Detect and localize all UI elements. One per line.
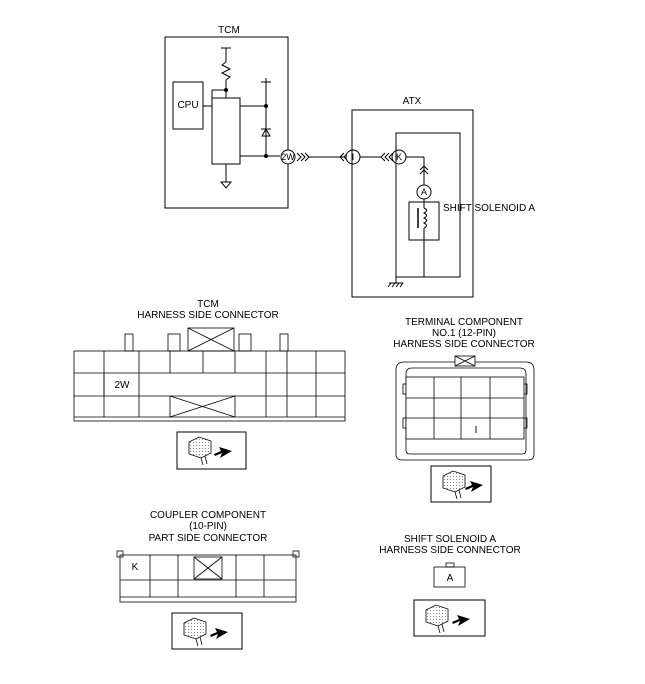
tcm-harness-connector: TCM HARNESS SIDE CONNECTOR 2W	[73, 299, 346, 422]
term-conn-pin-label: I	[475, 425, 478, 436]
zener-diode-icon	[240, 78, 271, 158]
tcm-block: TCM CPU	[164, 25, 289, 209]
driver-block	[211, 97, 241, 165]
ground-icon	[387, 277, 404, 288]
connector-chevrons	[380, 152, 394, 162]
atx-block: ATX A SHIFT SOLENOID A	[351, 96, 535, 298]
coupler-title-3: PART SIDE CONNECTOR	[149, 533, 268, 544]
resistor-icon	[211, 47, 232, 98]
tcm-conn-pin-label: 2W	[115, 380, 131, 391]
connector-plug-icon	[171, 612, 243, 650]
tcm-conn-title-1: TCM	[197, 299, 219, 310]
solenoid-label: SHIFT SOLENOID A	[443, 203, 535, 214]
coupler-pin-label: K	[132, 562, 139, 573]
pin-a-label: A	[421, 187, 427, 197]
connector-plug-icon	[176, 431, 247, 470]
wire-tcm-atx: 2W I K	[280, 149, 425, 185]
coupler-title-1: COUPLER COMPONENT	[150, 510, 266, 521]
pin-i-label: I	[352, 152, 355, 162]
pin-k-label: K	[396, 152, 402, 162]
term-conn-title-1: TERMINAL COMPONENT	[405, 317, 523, 328]
term-conn-title-2: NO.1 (12-PIN)	[432, 328, 496, 339]
solenoid-harness-connector: SHIFT SOLENOID A HARNESS SIDE CONNECTOR …	[379, 534, 521, 588]
sol-conn-pin-label: A	[447, 573, 454, 584]
pin-2w-marker	[280, 149, 296, 165]
term-conn-title-3: HARNESS SIDE CONNECTOR	[393, 339, 535, 350]
cpu-label: CPU	[177, 100, 198, 111]
sol-conn-title-2: HARNESS SIDE CONNECTOR	[379, 545, 521, 556]
coupler-component-connector: COUPLER COMPONENT (10-PIN) PART SIDE CON…	[116, 510, 300, 603]
connector-chevrons	[296, 152, 310, 162]
coil-icon	[417, 199, 427, 277]
sol-conn-title-1: SHIFT SOLENOID A	[404, 534, 496, 545]
coupler-title-2: (10-PIN)	[189, 521, 227, 532]
ground-icon	[219, 164, 233, 189]
connector-chevrons	[419, 165, 429, 175]
tcm-conn-title-2: HARNESS SIDE CONNECTOR	[137, 310, 279, 321]
atx-title: ATX	[403, 96, 422, 107]
connector-plug-icon	[430, 465, 492, 503]
tcm-title: TCM	[218, 25, 240, 36]
terminal-component-connector: TERMINAL COMPONENT NO.1 (12-PIN) HARNESS…	[393, 317, 535, 461]
connector-plug-icon	[413, 599, 486, 637]
pin-2w-label: 2W	[281, 152, 295, 162]
